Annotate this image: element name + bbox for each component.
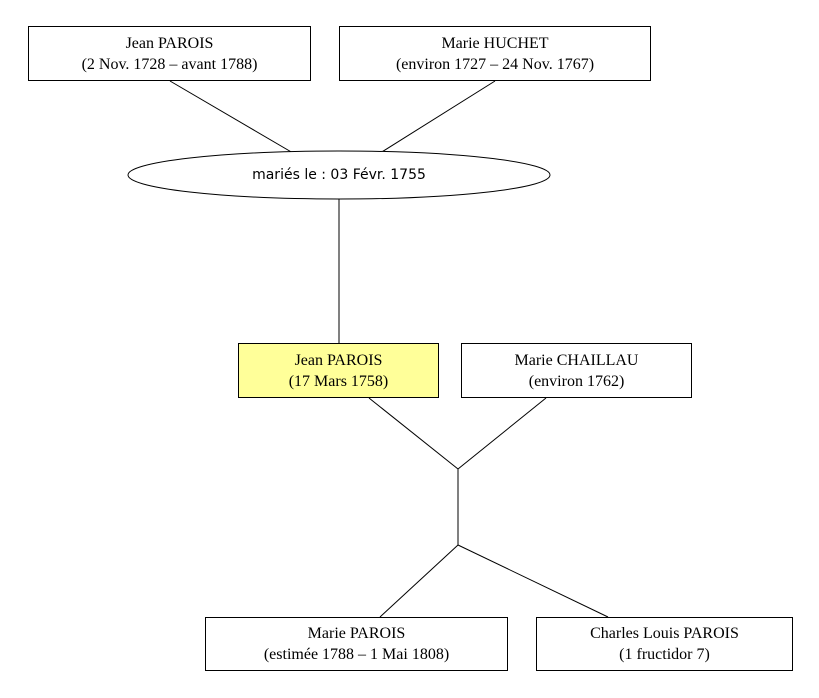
person-box-jean-parois-selected[interactable]: Jean PAROIS (17 Mars 1758) [238, 343, 439, 398]
person-dates: (17 Mars 1758) [288, 372, 389, 390]
person-box-charles-louis-parois[interactable]: Charles Louis PAROIS (1 fructidor 7) [536, 617, 793, 671]
person-dates: (estimée 1788 – 1 Mai 1808) [263, 646, 450, 663]
person-box-marie-chaillau[interactable]: Marie CHAILLAU (environ 1762) [461, 343, 692, 398]
person-dates: (environ 1762) [528, 372, 625, 390]
line-mother-to-marriage [368, 80, 496, 161]
person-dates: (2 Nov. 1728 – avant 1788) [81, 55, 258, 73]
person-box-jean-parois-father[interactable]: Jean PAROIS (2 Nov. 1728 – avant 1788) [28, 26, 311, 81]
person-box-marie-huchet[interactable]: Marie HUCHET (environ 1727 – 24 Nov. 176… [339, 26, 651, 81]
person-name: Jean PAROIS [294, 351, 383, 369]
person-dates: (environ 1727 – 24 Nov. 1767) [395, 55, 595, 73]
line-marie-chaillau-to-junction [457, 397, 547, 470]
line-jean-to-junction [368, 397, 459, 470]
person-name: Marie HUCHET [441, 34, 549, 52]
person-name: Marie PAROIS [307, 625, 406, 642]
line-father-to-marriage [169, 80, 306, 161]
person-dates: (1 fructidor 7) [619, 646, 710, 663]
line-junction-to-marie-parois [379, 544, 459, 618]
person-name: Marie CHAILLAU [514, 351, 639, 369]
person-box-marie-parois[interactable]: Marie PAROIS (estimée 1788 – 1 Mai 1808) [205, 617, 508, 671]
person-name: Jean PAROIS [125, 34, 214, 52]
person-name: Charles Louis PAROIS [590, 625, 739, 642]
line-junction-to-charles-parois [457, 544, 609, 618]
marriage-date-label: mariés le : 03 Févr. 1755 [252, 167, 426, 183]
